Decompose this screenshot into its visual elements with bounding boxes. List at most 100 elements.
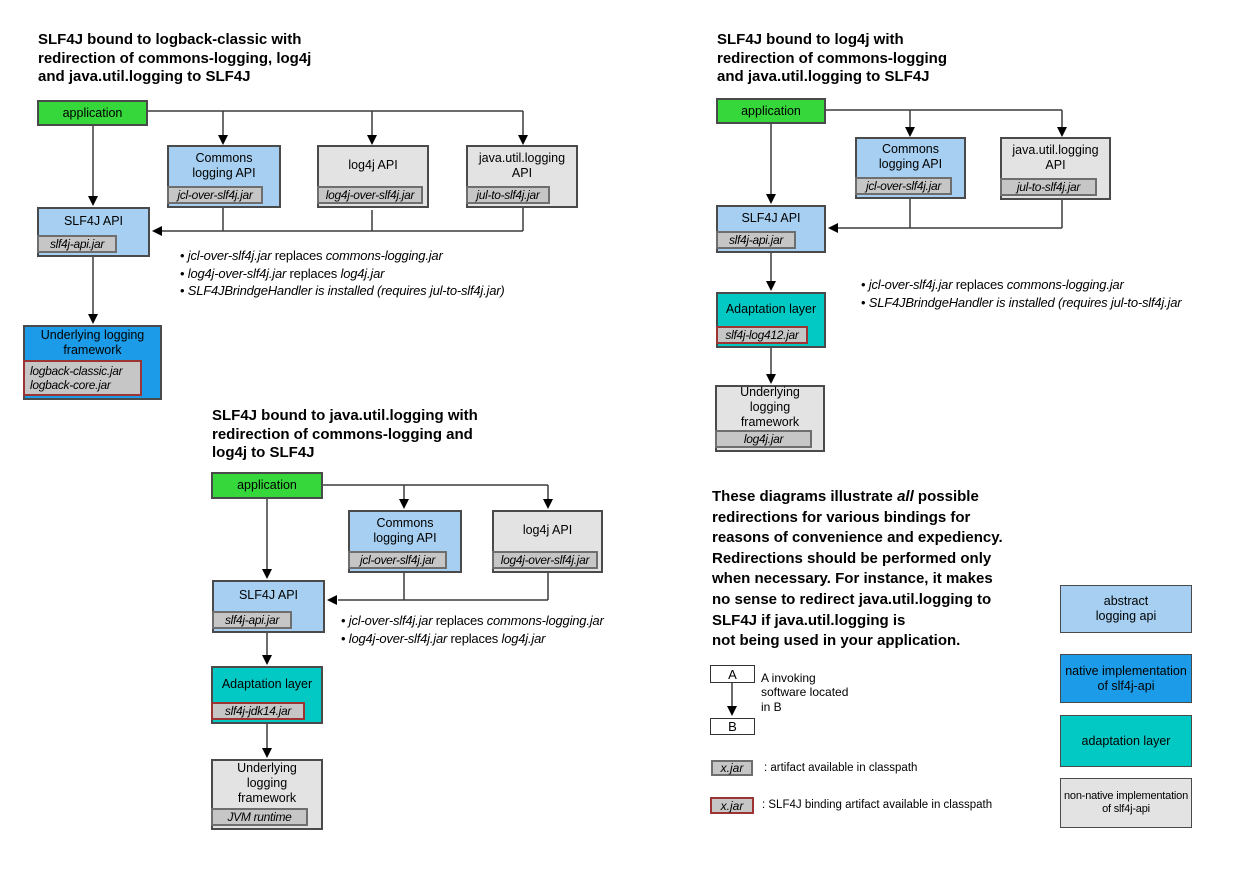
- jar-label-line: jul-to-slf4j.jar: [476, 188, 540, 202]
- bullet-text: log4j-over-slf4j.jar: [348, 630, 448, 646]
- arrowhead-icon: [828, 223, 838, 233]
- box-label-line: Commons: [376, 515, 434, 530]
- arrowhead-icon: [518, 135, 528, 145]
- jar-label-line: logback-classic.jar: [30, 364, 123, 378]
- box-label-line: java.util.logging: [1012, 142, 1099, 157]
- arrowhead-icon: [88, 314, 98, 324]
- bullet-line: log4j-over-slf4j.jar replaces log4j.jar: [180, 265, 505, 283]
- jar-tag-jul-underlying: JVM runtime: [211, 808, 308, 826]
- arrowhead-icon: [262, 655, 272, 665]
- title-line: redirection of commons-logging and: [212, 425, 473, 443]
- jar-tag-log4j-slf4j: slf4j-api.jar: [716, 231, 796, 249]
- bullet-text: replaces: [432, 613, 487, 628]
- box-label-line: Underlying: [740, 385, 800, 400]
- bullet-text: replaces: [952, 277, 1007, 292]
- title-line: SLF4J bound to java.util.logging with: [212, 407, 478, 424]
- jar-label-line: jul-to-slf4j.jar: [1016, 180, 1081, 194]
- bullet-list-log4j: jcl-over-slf4j.jar replaces commons-logg…: [861, 276, 1182, 311]
- note-run: SLF4J if java.util.logging is: [712, 611, 906, 629]
- title-line: and java.util.logging to SLF4J: [717, 68, 930, 85]
- box-label-line: Underlying logging: [40, 327, 145, 342]
- note-line: These diagrams illustrate all possible: [712, 487, 1003, 508]
- box-label-line: Commons: [195, 150, 253, 165]
- box-label: log4j API: [494, 512, 601, 549]
- bullet-text: jcl-over-slf4j.jar: [187, 248, 272, 263]
- arrowhead-icon: [399, 499, 409, 509]
- jar-tag-logback-log4j: log4j-over-slf4j.jar: [317, 186, 423, 204]
- jar-tag-jul-slf4j: slf4j-api.jar: [212, 611, 292, 629]
- box-label: Adaptation layer: [213, 668, 321, 700]
- legend-artifact-tag-label: x.jar: [720, 761, 744, 775]
- arrowhead-icon: [262, 569, 272, 579]
- note-line: reasons of convenience and expediency.: [712, 528, 1003, 549]
- box-label-line: SLF4J API: [238, 588, 299, 603]
- box-label-line: API: [1045, 157, 1066, 172]
- box-label-line: java.util.logging: [478, 150, 566, 165]
- bullet-text: replaces: [447, 630, 502, 646]
- legend-artifact-desc-text: : artifact available in classpath: [764, 762, 918, 774]
- jar-tag-log4j-jul: jul-to-slf4j.jar: [1000, 178, 1097, 196]
- jar-label-line: slf4j-log412.jar: [725, 328, 799, 342]
- jar-label-line: slf4j-api.jar: [224, 613, 280, 627]
- box-label: Adaptation layer: [718, 294, 824, 324]
- arrowhead-icon: [88, 196, 98, 206]
- box-label: SLF4J API: [39, 209, 148, 233]
- jar-tag-jul-adaptation: slf4j-jdk14.jar: [211, 702, 305, 720]
- bullet-text: replaces: [271, 248, 326, 263]
- bullet-text: log4j.jar: [501, 630, 546, 646]
- arrowhead-icon: [727, 706, 737, 716]
- color-key-adaptation: adaptation layer: [1060, 715, 1192, 767]
- note-run: Redirections should be performed only: [712, 549, 992, 567]
- note-run: no sense to redirect java.util.logging t…: [712, 590, 992, 608]
- bullet-line: jcl-over-slf4j.jar replaces commons-logg…: [180, 247, 505, 265]
- arrowhead-icon: [1057, 127, 1067, 137]
- box-label: application: [213, 474, 321, 497]
- box-label: SLF4J API: [718, 207, 824, 229]
- box-label-line: Commons: [882, 142, 939, 157]
- jar-label-line: slf4j-api.jar: [728, 233, 784, 247]
- title-line: SLF4J bound to log4j with: [717, 31, 904, 48]
- jar-tag-log4j-commons: jcl-over-slf4j.jar: [855, 177, 952, 195]
- legend-box-b: B: [710, 718, 755, 735]
- jar-tag-log4j-adaptation: slf4j-log412.jar: [716, 326, 808, 344]
- color-key-label-line: native implementation: [1065, 663, 1187, 678]
- jar-label-line: JVM runtime: [227, 810, 292, 824]
- box-label-line: Adaptation layer: [725, 301, 817, 316]
- color-key-label-line: abstract: [1103, 594, 1149, 608]
- box-label-line: framework: [237, 790, 297, 805]
- note-run: reasons of convenience and expediency.: [712, 529, 1003, 547]
- box-jul-adaptation: Adaptation layer slf4j-jdk14.jar: [211, 666, 323, 724]
- arrowhead-icon: [327, 595, 337, 605]
- arrowhead-icon: [766, 374, 776, 384]
- bullet-text: commons-logging.jar: [1006, 277, 1124, 292]
- bullet-text: commons-logging.jar: [486, 613, 604, 628]
- box-label: SLF4J API: [214, 582, 323, 609]
- title-line: redirection of commons-logging: [717, 49, 948, 67]
- jar-label-line: slf4j-jdk14.jar: [224, 704, 292, 718]
- arrowhead-icon: [218, 135, 228, 145]
- box-log4j-adaptation: Adaptation layer slf4j-log412.jar: [716, 292, 826, 348]
- note-line: SLF4J if java.util.logging is: [712, 611, 1003, 632]
- bullet-text: log4j-over-slf4j.jar: [187, 265, 287, 281]
- note-run: possible: [913, 488, 979, 505]
- note-text: These diagrams illustrate all possible re…: [712, 487, 1003, 652]
- box-label-line: log4j API: [522, 523, 573, 538]
- bullet-list-jul: jcl-over-slf4j.jar replaces commons-logg…: [341, 612, 604, 647]
- jar-label-line: jcl-over-slf4j.jar: [177, 188, 253, 202]
- legend-binding-desc-text: : SLF4J binding artifact available in cl…: [762, 799, 993, 811]
- box-label-line: framework: [63, 342, 122, 357]
- note-line: no sense to redirect java.util.logging t…: [712, 590, 1003, 611]
- bullet-text: jcl-over-slf4j.jar: [868, 277, 953, 292]
- color-key-label-line: of slf4j-api: [1102, 803, 1150, 815]
